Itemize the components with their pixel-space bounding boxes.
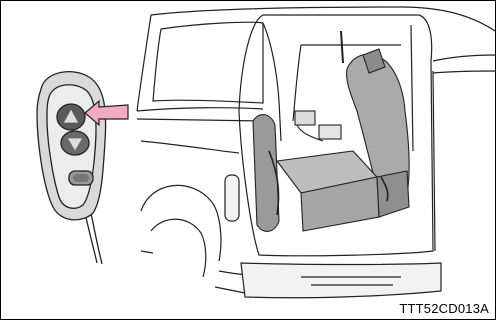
remote-cable (85, 213, 102, 264)
van-roof (151, 7, 495, 31)
wheel-arch (141, 185, 221, 261)
rear-door (433, 55, 495, 61)
rear-bumper (241, 263, 441, 298)
side-window (153, 22, 263, 103)
lift-seat (253, 31, 409, 231)
remote-control (37, 72, 106, 264)
tail-light (225, 175, 239, 221)
van (137, 7, 495, 298)
figure-code: TTT52CD013A (399, 301, 489, 316)
